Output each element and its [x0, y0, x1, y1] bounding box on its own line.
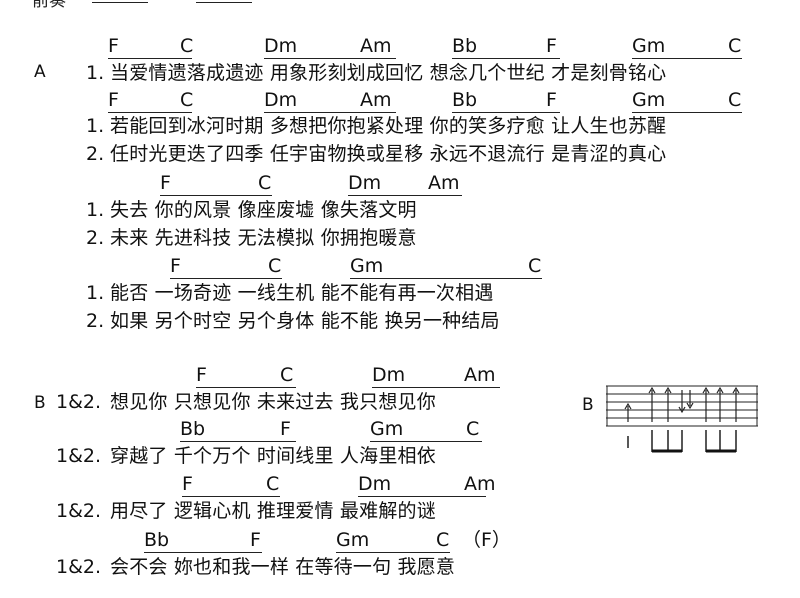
chord: Gm	[632, 89, 666, 111]
chord-underline	[452, 58, 560, 59]
chord-underline	[180, 441, 296, 442]
chord: F	[546, 89, 557, 111]
verse-number: 1&2.	[56, 445, 102, 467]
lyric-line: 能否 一场奇迹 一线生机 能不能有再一次相遇	[110, 282, 494, 304]
chord-underline	[196, 387, 296, 388]
chord-optional: （F）	[462, 529, 511, 551]
chord: F	[160, 172, 171, 194]
lyric-line: 若能回到冰河时期 多想把你抱紧处理 你的笑多疗愈 让人生也苏醒	[110, 115, 667, 137]
chord: Am	[464, 364, 496, 386]
chord: C	[266, 473, 280, 495]
chord-underline	[170, 278, 282, 279]
chord: Bb	[452, 35, 478, 57]
chord: Gm	[632, 35, 666, 57]
chord: F	[250, 529, 261, 551]
chord: Gm	[350, 255, 384, 277]
verse-number: 1&2.	[56, 556, 102, 578]
strum-pattern-diagram	[606, 385, 758, 453]
strum-label: B	[582, 395, 594, 415]
chord-underline	[108, 112, 192, 113]
verse-number: 2.	[86, 227, 105, 249]
chord: Am	[464, 473, 496, 495]
chord: Dm	[372, 364, 406, 386]
lyric-line: 穿越了 千个万个 时间线里 人海里相依	[110, 445, 436, 467]
chord-underline	[182, 496, 280, 497]
lyric-line: 如果 另个时空 另个身体 能不能 换另一种结局	[110, 310, 500, 332]
chord: C	[180, 35, 194, 57]
verse-number: 1.	[86, 115, 105, 137]
verse-number: 1&2.	[56, 391, 102, 413]
header-partial-text: 前奏	[32, 0, 66, 11]
verse-number: 1.	[86, 62, 105, 84]
header-underline	[196, 2, 252, 3]
verse-number: 1.	[86, 199, 105, 221]
chord: Dm	[358, 473, 392, 495]
chord: F	[196, 364, 207, 386]
chord-underline	[632, 112, 742, 113]
chord: Gm	[370, 418, 404, 440]
chord-underline	[108, 58, 192, 59]
verse-number: 2.	[86, 143, 105, 165]
chord-underline	[452, 112, 560, 113]
chord: Bb	[180, 418, 206, 440]
verse-number: 1&2.	[56, 500, 102, 522]
chord-underline	[144, 552, 262, 553]
chord: Am	[428, 172, 460, 194]
lyric-line: 想见你 只想见你 未来过去 我只想见你	[110, 391, 436, 413]
chord: C	[180, 89, 194, 111]
section-label-b: B	[34, 393, 46, 413]
verse-number: 1.	[86, 282, 105, 304]
chord: C	[436, 529, 450, 551]
section-label-a: A	[34, 62, 46, 82]
verse-number: 2.	[86, 310, 105, 332]
chord-underline	[358, 496, 486, 497]
chord: Dm	[264, 35, 298, 57]
chord: C	[268, 255, 282, 277]
chord-underline	[350, 278, 542, 279]
lyric-line: 用尽了 逻辑心机 推理爱情 最难解的谜	[110, 500, 436, 522]
lyric-line: 当爱情遗落成遗迹 用象形刻划成回忆 想念几个世纪 才是刻骨铭心	[110, 62, 667, 84]
lyric-line: 会不会 妳也和我一样 在等待一句 我愿意	[110, 556, 456, 578]
chord: F	[170, 255, 181, 277]
chord-underline	[632, 58, 742, 59]
chord-underline	[348, 195, 462, 196]
chord: F	[546, 35, 557, 57]
chord-underline	[370, 441, 482, 442]
chord: C	[728, 35, 742, 57]
chord: Gm	[336, 529, 370, 551]
lyric-line: 未来 先进科技 无法模拟 你拥抱暖意	[110, 227, 417, 249]
lyric-line: 任时光更迭了四季 任宇宙物换或星移 永远不退流行 是青涩的真心	[110, 143, 667, 165]
chord: Am	[360, 35, 392, 57]
header-underline	[92, 2, 148, 3]
chord: C	[728, 89, 742, 111]
chord-underline	[264, 112, 396, 113]
chord-underline	[264, 58, 396, 59]
chord: C	[258, 172, 272, 194]
chord: C	[280, 364, 294, 386]
chord: Dm	[348, 172, 382, 194]
chord: Am	[360, 89, 392, 111]
chord: C	[466, 418, 480, 440]
chord: Bb	[144, 529, 170, 551]
chord: F	[108, 89, 119, 111]
chord-underline	[372, 387, 500, 388]
chord: Dm	[264, 89, 298, 111]
chord-underline	[336, 552, 450, 553]
chord: F	[280, 418, 291, 440]
lyric-line: 失去 你的风景 像座废墟 像失落文明	[110, 199, 417, 221]
chord: Bb	[452, 89, 478, 111]
chord: F	[182, 473, 193, 495]
chord: C	[528, 255, 542, 277]
chord-underline	[160, 195, 272, 196]
chord: F	[108, 35, 119, 57]
